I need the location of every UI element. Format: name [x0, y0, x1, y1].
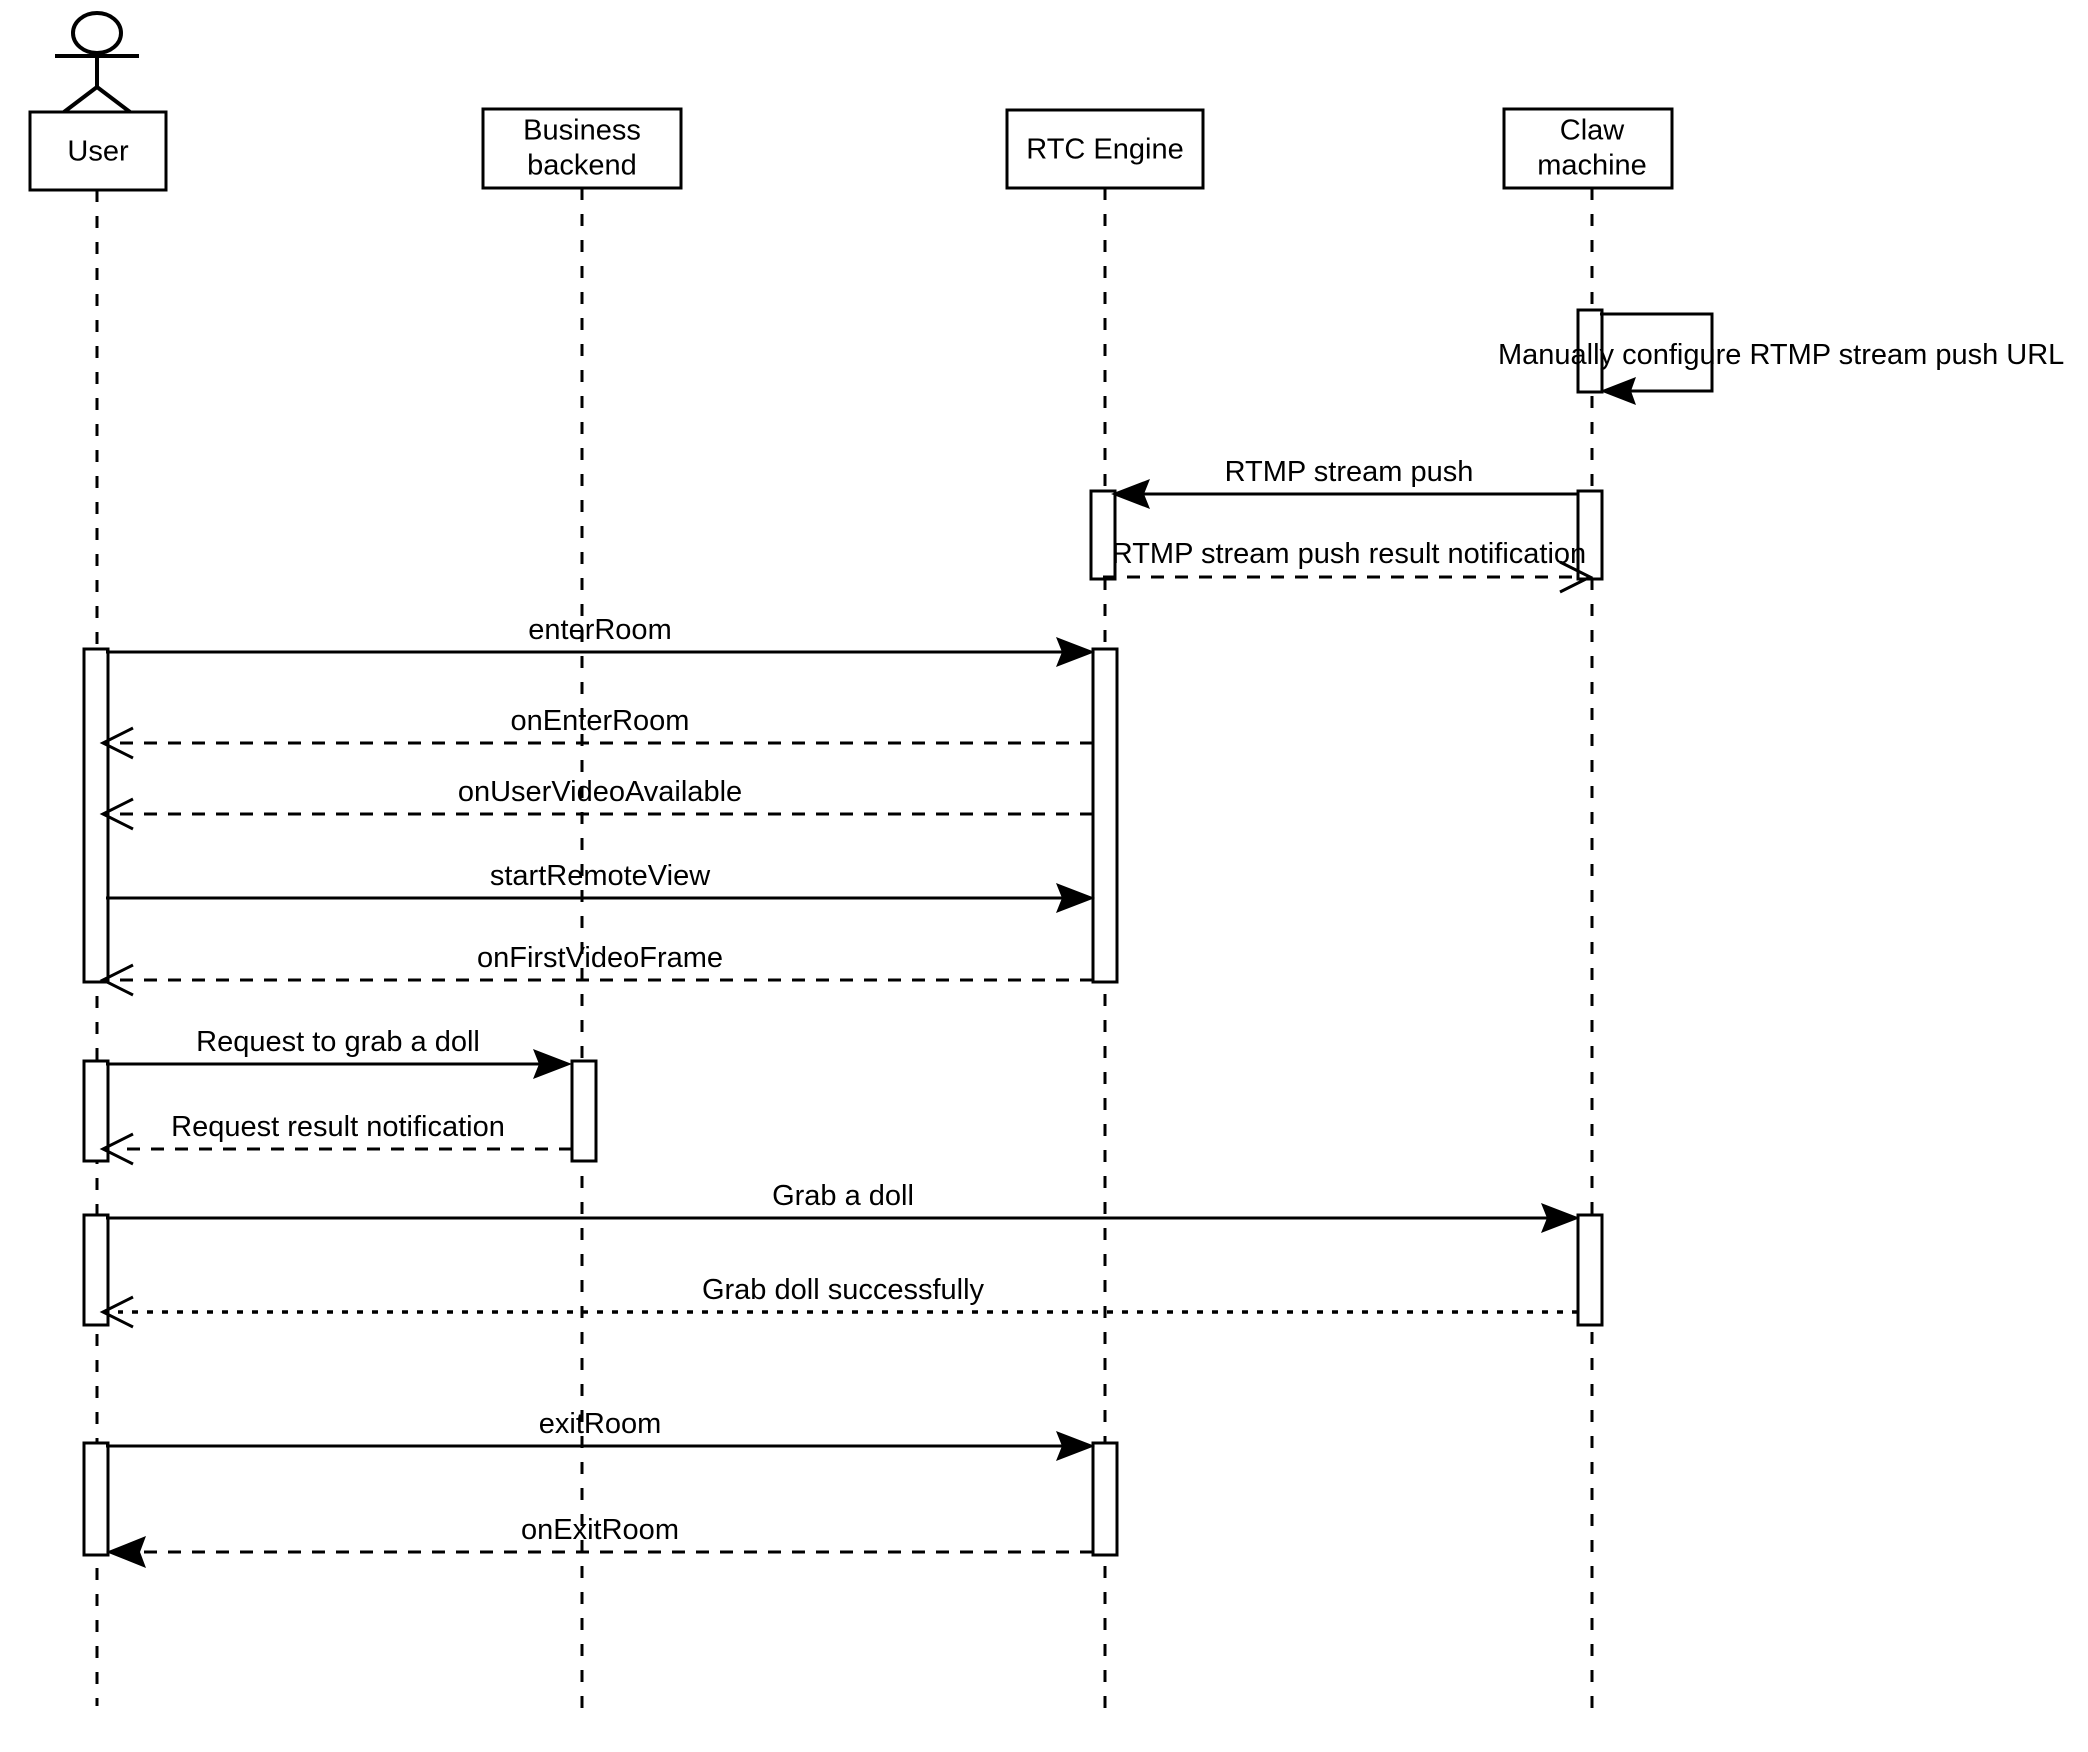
message-label-onuservideoavailable: onUserVideoAvailable: [458, 776, 742, 808]
arrowhead-request-to-grab-a-doll-icon: [533, 1049, 572, 1079]
arrowhead-rtmp-stream-push-icon: [1111, 479, 1150, 509]
participant-label-business-backend-line2: backend: [527, 150, 637, 182]
arrowhead-grab-a-doll-icon: [1541, 1203, 1580, 1233]
message-startremoteview[interactable]: startRemoteView: [106, 860, 1095, 913]
actor-head-icon: [71, 11, 123, 55]
message-grab-doll-successfully[interactable]: Grab doll successfully: [99, 1274, 1578, 1329]
message-label-enterroom: enterRoom: [528, 614, 671, 646]
arrowhead-onuservideoavailable-icon: [99, 797, 134, 831]
activation-rtc-exitroom: [1091, 1441, 1119, 1557]
activation-user-request-doll: [82, 1059, 110, 1163]
participant-label-claw-machine-line2: machine: [1537, 150, 1647, 182]
message-label-manually-configure-rtmp-url: Manually configure RTMP stream push URL: [1498, 339, 2064, 371]
participant-label-business-backend-line1: Business: [523, 115, 641, 147]
participant-box-user[interactable]: [28, 110, 168, 192]
message-line-self-config: [1600, 312, 1714, 393]
activation-claw-rtmp-push: [1576, 489, 1604, 581]
participant-head-claw-machine[interactable]: Claw machine: [1502, 107, 1674, 190]
message-label-request-result-notification: Request result notification: [171, 1111, 505, 1143]
message-label-request-to-grab-a-doll: Request to grab a doll: [196, 1026, 480, 1058]
message-label-grab-a-doll: Grab a doll: [772, 1180, 914, 1212]
participant-head-user[interactable]: User: [28, 110, 168, 192]
participant-head-rtc-engine[interactable]: RTC Engine: [1005, 108, 1205, 190]
activation-user-exitroom: [82, 1441, 110, 1557]
arrowhead-enterroom-icon: [1056, 637, 1095, 667]
arrowhead-self-config-icon: [1600, 377, 1636, 405]
participant-label-rtc-engine: RTC Engine: [1026, 134, 1183, 166]
activation-claw-grab-doll: [1576, 1213, 1604, 1327]
participant-box-claw-machine[interactable]: [1502, 107, 1674, 190]
arrowhead-grab-doll-successfully-icon: [99, 1295, 134, 1329]
participant-box-rtc-engine[interactable]: [1005, 108, 1205, 190]
message-manually-configure-rtmp-url[interactable]: Manually configure RTMP stream push URL: [1498, 312, 2064, 405]
arrowhead-exitroom-icon: [1056, 1431, 1095, 1461]
activation-backend-request-doll: [570, 1059, 598, 1163]
activation-user-grab-doll: [82, 1213, 110, 1327]
activation-claw-self-config: [1576, 308, 1604, 394]
message-grab-a-doll[interactable]: Grab a doll: [106, 1180, 1580, 1233]
message-label-startremoteview: startRemoteView: [490, 860, 711, 892]
message-label-rtmp-stream-push-result-notification: RTMP stream push result notification: [1112, 538, 1586, 570]
message-onfirstvideoframe[interactable]: onFirstVideoFrame: [99, 942, 1093, 997]
message-label-rtmp-stream-push: RTMP stream push: [1225, 456, 1474, 488]
participant-box-business-backend[interactable]: [481, 107, 683, 190]
message-onexitroom[interactable]: onExitRoom: [106, 1514, 1093, 1568]
message-label-onexitroom: onExitRoom: [521, 1514, 679, 1546]
message-rtmp-stream-push-result-notification[interactable]: RTMP stream push result notification: [1103, 538, 1594, 594]
message-exitroom[interactable]: exitRoom: [106, 1408, 1095, 1461]
message-onuservideoavailable[interactable]: onUserVideoAvailable: [99, 776, 1093, 831]
actor-leg-right: [95, 85, 132, 114]
lifelines: [95, 188, 1594, 1722]
participant-label-claw-machine-line1: Claw: [1560, 115, 1626, 147]
activation-bars: [82, 308, 1604, 1557]
message-enterroom[interactable]: enterRoom: [106, 614, 1095, 667]
message-onenterroom[interactable]: onEnterRoom: [99, 705, 1093, 760]
activation-rtc-enterroom: [1091, 647, 1119, 984]
arrowhead-request-result-notification-icon: [99, 1132, 134, 1166]
arrowhead-onfirstvideoframe-icon: [99, 963, 134, 997]
activation-rtc-rtmp-push: [1089, 489, 1117, 581]
participant-head-business-backend[interactable]: Business backend: [481, 107, 683, 190]
arrowhead-startremoteview-icon: [1056, 883, 1095, 913]
arrowhead-onexitroom-icon: [106, 1536, 146, 1568]
actor-leg-left: [62, 85, 99, 114]
message-label-onfirstvideoframe: onFirstVideoFrame: [477, 942, 723, 974]
message-label-onenterroom: onEnterRoom: [511, 705, 690, 737]
arrowhead-onenterroom-icon: [99, 726, 134, 760]
actor-user-figure: [55, 11, 139, 114]
message-rtmp-stream-push[interactable]: RTMP stream push: [1111, 456, 1578, 509]
message-label-exitroom: exitRoom: [539, 1408, 662, 1440]
message-request-to-grab-a-doll[interactable]: Request to grab a doll: [106, 1026, 572, 1079]
message-request-result-notification[interactable]: Request result notification: [99, 1111, 572, 1166]
arrowhead-rtmp-result-icon: [1559, 560, 1594, 594]
participant-label-user: User: [67, 136, 129, 168]
message-label-grab-doll-successfully: Grab doll successfully: [702, 1274, 985, 1306]
